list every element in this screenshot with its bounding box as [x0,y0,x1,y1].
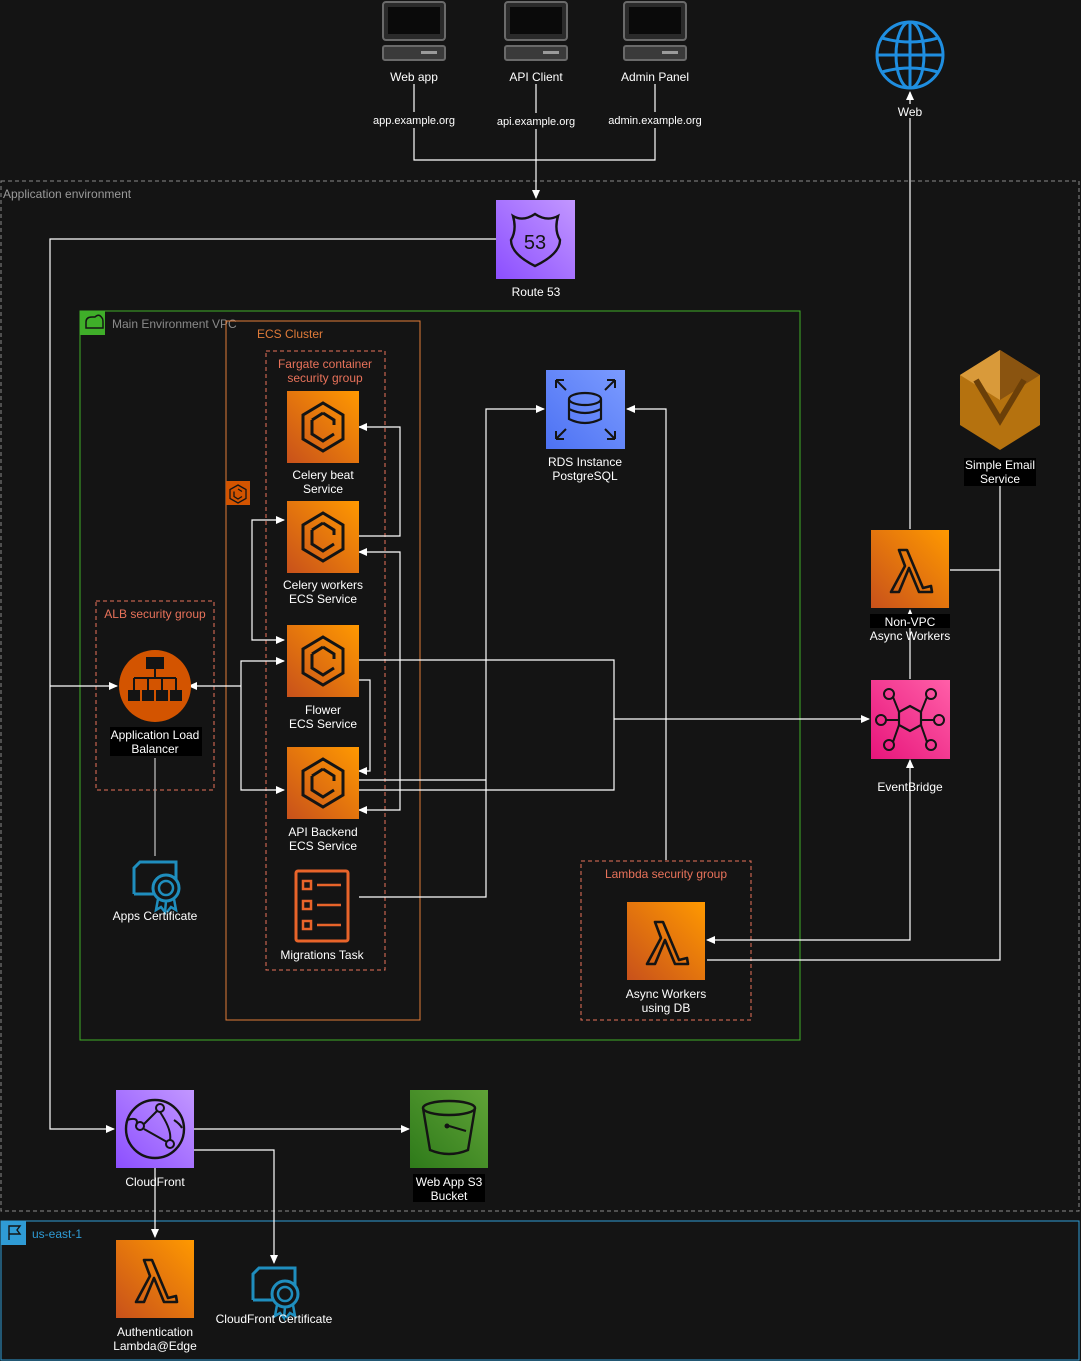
edge-async-ses [707,486,1001,961]
async-workers-label-1: Async Workers [626,987,706,1001]
app-env-boundary [0,180,1080,1212]
celery-beat-icon [285,389,361,465]
cloudfront-label: CloudFront [125,1175,185,1189]
alb-icon [119,650,191,722]
edge-workers-api [358,548,401,814]
lambda-sg-label: Lambda security group [605,867,727,881]
celery-workers-label-2: ECS Service [289,592,357,606]
route53-label: Route 53 [512,285,561,299]
edge-alb-api [240,686,285,794]
api-backend-label-2: ECS Service [289,839,357,853]
vpc-icon [80,311,105,335]
migrations-task-icon [294,869,350,943]
fargate-sg-label-1: Fargate container [278,357,372,371]
celery-workers-label-1: Celery workers [283,578,363,592]
cloudfront-certificate-label: CloudFront Certificate [216,1312,333,1326]
non-vpc-lambda-icon [869,528,951,610]
vpc-boundary [79,310,801,1041]
admin-panel-client-icon [623,1,687,61]
alb-label-2: Balancer [131,742,178,756]
cloudfront-certificate-icon [251,1266,300,1320]
ecs-cluster-boundary [225,320,421,1021]
alb-label-1: Application Load [111,728,200,742]
s3-label-2: Bucket [431,1189,468,1203]
async-workers-lambda-icon [625,900,707,982]
web-domain-label: app.example.org [373,115,455,127]
eventbridge-icon [871,680,950,759]
edge-workers-flower [251,516,285,644]
ecs-cluster-label: ECS Cluster [257,327,323,341]
admin-panel-label: Admin Panel [621,70,689,84]
fargate-sg-label-2: security group [287,371,363,385]
apps-certificate-icon [132,860,181,914]
edge-cloudfront-cert [194,1149,278,1264]
cloudfront-icon [116,1090,194,1168]
migrations-label: Migrations Task [280,948,364,962]
web-app-label: Web app [390,70,438,84]
api-client-label: API Client [509,70,563,84]
eventbridge-label: EventBridge [877,780,943,794]
async-workers-label-2: using DB [642,1001,691,1015]
auth-lambda-label-2: Lambda@Edge [113,1339,197,1353]
ses-label-2: Service [980,472,1020,486]
non-vpc-label-1: Non-VPC [885,615,936,629]
celery-workers-icon [285,499,361,575]
edge-flower-api [358,679,371,775]
flower-icon [285,623,361,699]
flower-label-2: ECS Service [289,717,357,731]
flower-label-1: Flower [305,703,341,717]
ses-icon [960,350,1040,450]
apps-certificate-label: Apps Certificate [113,909,198,923]
alb-sg-label: ALB security group [104,607,206,621]
region-boundary [0,1220,1080,1361]
route53-badge: 53 [524,232,546,254]
app-env-label: Application environment [3,187,132,201]
edge-beat-workers [358,423,401,537]
admin-domain-label: admin.example.org [608,115,702,127]
s3-label-1: Web App S3 [416,1175,483,1189]
lambda-sg-boundary [580,860,752,1021]
edge-alb-flower [240,657,285,686]
web-app-client-icon [382,1,446,61]
region-label: us-east-1 [32,1227,82,1241]
web-label: Web [898,105,923,119]
web-globe-icon [875,20,945,90]
rds-label-2: PostgreSQL [552,469,618,483]
edge-route53-cloudfront [49,238,496,1133]
edge-lambda-rds [626,405,667,860]
rds-label-1: RDS Instance [548,455,622,469]
edge-migrations-rds [359,405,545,898]
api-backend-icon [285,745,361,821]
ses-label-1: Simple Email [965,458,1035,472]
api-backend-label-1: API Backend [288,825,357,839]
celery-beat-label-1: Celery beat [292,468,354,482]
edge-eventbridge-async [706,759,914,944]
celery-beat-label-2: Service [303,482,343,496]
vpc-label: Main Environment VPC [112,317,237,331]
api-domain-label: api.example.org [497,116,575,128]
region-flag-icon [1,1221,26,1245]
auth-lambda-label-1: Authentication [117,1325,193,1339]
api-client-icon [504,1,568,61]
non-vpc-label-2: Async Workers [870,629,950,643]
auth-lambda-edge-icon [114,1238,196,1320]
